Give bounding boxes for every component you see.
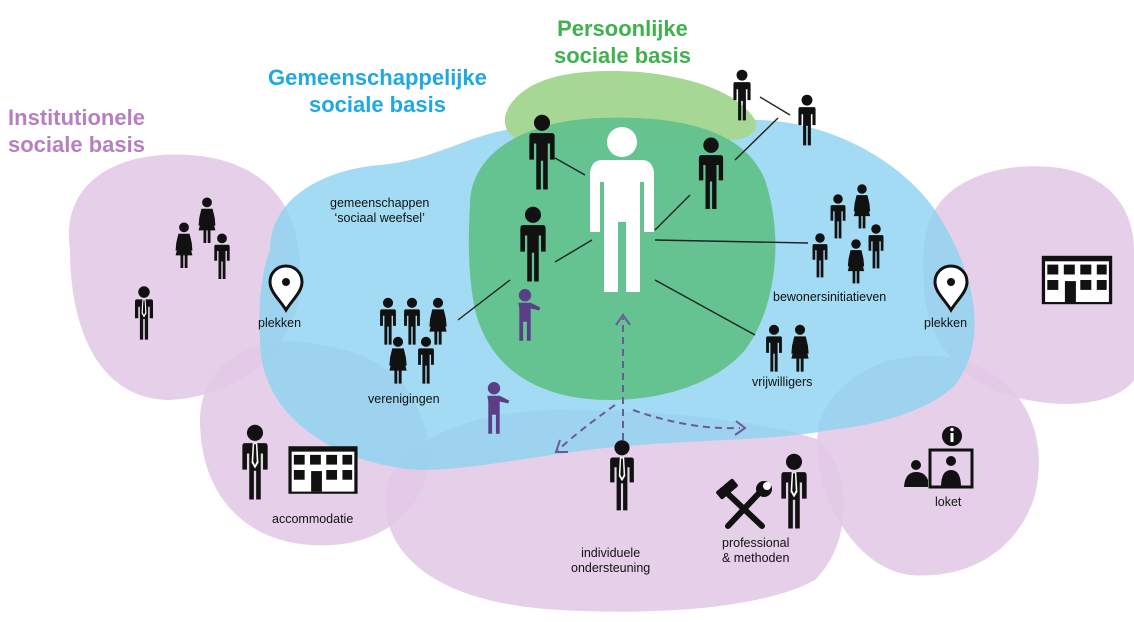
personal-title-line2: sociale basis — [554, 43, 691, 68]
building-icon — [1041, 255, 1113, 305]
personal-title: Persoonlijke sociale basis — [554, 15, 691, 69]
individual-support-label: individuele ondersteuning — [571, 546, 650, 576]
professional-label-line2: & methoden — [722, 551, 790, 565]
volunteers-label: vrijwilligers — [752, 375, 813, 389]
professional-label: professional & methoden — [722, 536, 789, 566]
building-icon — [288, 446, 358, 494]
communities-label-line2: ‘sociaal weefsel’ — [334, 211, 425, 225]
institutional-blob-right — [923, 166, 1134, 404]
associations-label: verenigingen — [368, 392, 440, 406]
institutional-title-line1: Institutionele — [8, 105, 145, 130]
institutional-title: Institutionele sociale basis — [8, 104, 145, 158]
communal-title: Gemeenschappelijke sociale basis — [268, 64, 487, 118]
dashed-arrows — [557, 318, 741, 451]
communities-label: gemeenschappen ‘sociaal weefsel’ — [330, 196, 429, 226]
individual-support-line2: ondersteuning — [571, 561, 651, 575]
info-desk-icon — [904, 426, 974, 489]
tools-icon — [716, 478, 772, 529]
arrow-heads — [554, 313, 747, 453]
professional-label-line1: professional — [722, 536, 790, 550]
central-person-icon — [590, 127, 654, 292]
communal-title-line1: Gemeenschappelijke — [268, 65, 487, 90]
connector-lines — [457, 96, 809, 336]
personal-title-line1: Persoonlijke — [557, 16, 688, 41]
individual-support-line1: individuele — [581, 546, 641, 560]
institutional-title-line2: sociale basis — [8, 132, 145, 157]
communal-title-line2: sociale basis — [308, 92, 446, 117]
counter-label: loket — [935, 495, 962, 509]
personal-blob — [468, 117, 776, 400]
places-left-label: plekken — [258, 316, 302, 330]
places-right-label: plekken — [924, 316, 968, 330]
accommodation-label: accommodatie — [272, 512, 354, 526]
resident-initiatives-label: bewonersinitiatieven — [773, 290, 887, 304]
communities-label-line1: gemeenschappen — [330, 196, 430, 210]
institutional-blob-left — [68, 154, 301, 400]
